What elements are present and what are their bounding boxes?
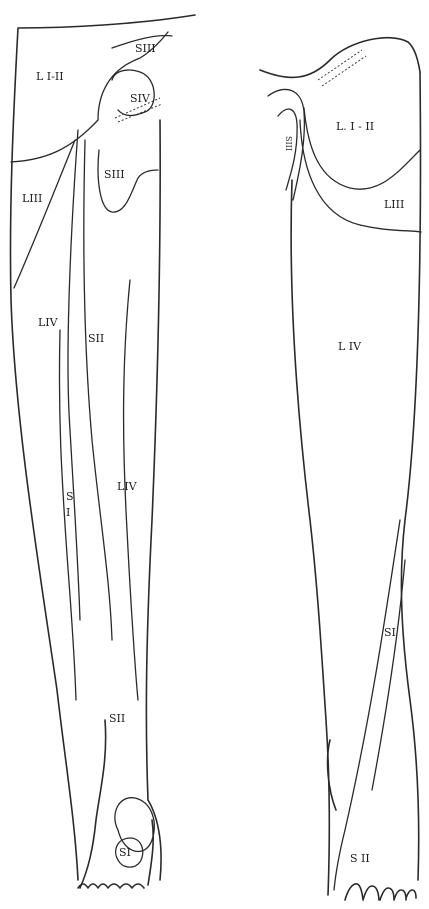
label-front-s2-shin: SII — [109, 712, 125, 725]
back-buttock-hatch — [318, 50, 366, 86]
back-buttock-outline — [260, 38, 420, 78]
front-leg-outline — [10, 15, 195, 880]
front-leg-view: L I-II SIII SIV SIII LIII LIV SII S I LI… — [10, 15, 195, 888]
back-toes — [345, 884, 416, 900]
back-leg-view: L. I - II SIII LIII L IV SI S II — [260, 38, 421, 900]
front-l4-s2-line-b — [84, 140, 112, 640]
back-leg-outline — [291, 72, 420, 895]
label-front-l4-left: LIV — [38, 316, 59, 329]
front-sole-oval — [115, 798, 154, 852]
label-back-l4: L IV — [338, 340, 362, 353]
front-s3-mid-pocket — [98, 150, 158, 212]
front-foot-outline — [80, 720, 153, 888]
label-back-l1-2: L. I - II — [336, 120, 374, 133]
label-front-s4: SIV — [130, 92, 151, 105]
label-front-s1-shin-a: S — [66, 490, 74, 503]
label-front-l3: LIII — [22, 192, 42, 205]
label-back-s1: SI — [384, 626, 396, 639]
label-front-s3-mid: SIII — [104, 168, 125, 181]
label-back-l3: LIII — [384, 198, 404, 211]
back-l3-region — [300, 120, 421, 232]
label-front-s1-foot: SI — [119, 846, 131, 859]
label-front-s1-shin-b: I — [66, 506, 70, 519]
front-l3-boundary — [14, 140, 75, 288]
front-l4-s2-line-a — [68, 130, 80, 620]
back-s1-strip-a — [334, 520, 400, 890]
label-front-s2-thigh: SII — [88, 332, 104, 345]
label-front-s3-top: SIII — [135, 42, 156, 55]
label-back-s2-foot: S II — [350, 852, 370, 865]
label-front-l4-shin: LIV — [117, 480, 138, 493]
front-toes — [78, 884, 144, 888]
label-back-s3: SIII — [284, 136, 293, 151]
label-front-l1-2: L I-II — [36, 70, 64, 83]
